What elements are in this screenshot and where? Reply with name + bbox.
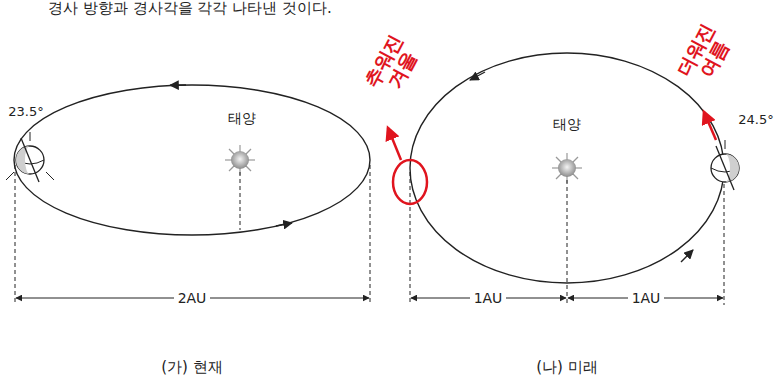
- distance-label: 1AU: [470, 290, 507, 306]
- orbit-arrow: [681, 250, 693, 262]
- sun: [225, 145, 255, 175]
- orbit-arrow: [470, 72, 485, 80]
- sun: [552, 153, 582, 183]
- red-arrow: [704, 112, 716, 140]
- distance-label: 2AU: [174, 290, 211, 306]
- distance-label: 1AU: [628, 290, 665, 306]
- earth: [6, 132, 54, 182]
- panel-caption: (가) 현재: [161, 359, 222, 376]
- orbit-arrow: [276, 223, 292, 226]
- orbit: [14, 85, 370, 235]
- handwritten-note: 더워진 여름: [673, 18, 738, 92]
- red-arrow: [388, 128, 401, 160]
- tilt-angle: 23.5°: [8, 105, 43, 120]
- sun-label: 태양: [228, 110, 256, 126]
- question-text: 경사 방향과 경사각을 각각 나타낸 것이다.: [48, 0, 332, 17]
- red-circle-mark: [393, 160, 427, 204]
- sun-label: 태양: [553, 116, 581, 132]
- orbit: [410, 53, 724, 283]
- panel-caption: (나) 미래: [536, 359, 597, 376]
- tilt-angle: 24.5°: [738, 113, 773, 128]
- earth: [711, 140, 739, 190]
- orbit-arrow: [170, 84, 186, 86]
- handwritten-note: 추워진 겨울: [361, 29, 426, 103]
